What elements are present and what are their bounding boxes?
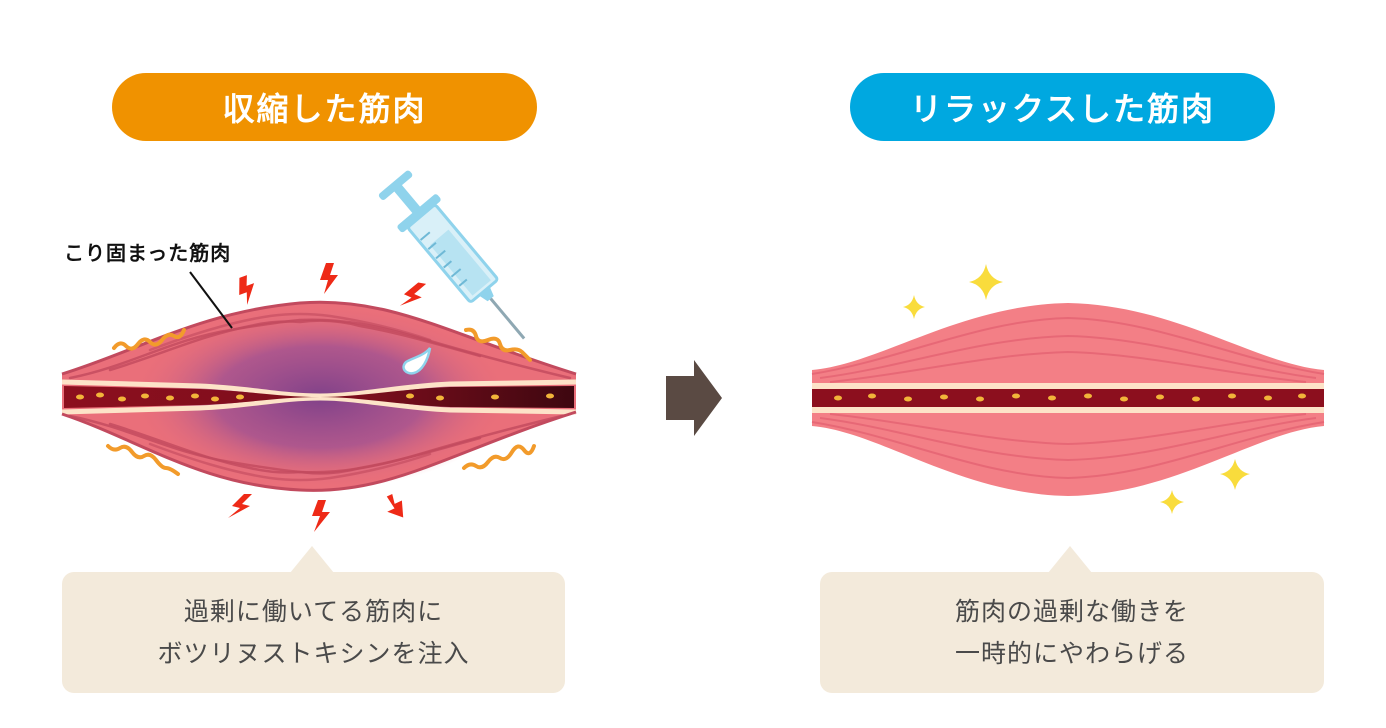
muscle-label-pointer <box>189 271 233 329</box>
squiggle-icons <box>106 327 536 476</box>
right-arrow-icon <box>666 360 722 436</box>
relaxed-muscle-title: リラックスした筋肉 <box>850 73 1275 141</box>
sparkle-icon <box>903 295 925 319</box>
lightning-icon <box>228 494 252 518</box>
lightning-icons <box>228 263 427 532</box>
contracted-muscle-caption: 過剰に働いてる筋肉に ボツリヌストキシンを注入 <box>62 572 565 693</box>
caption-line: ボツリヌストキシンを注入 <box>157 638 470 668</box>
contracted-muscle <box>61 300 577 492</box>
lightning-icon <box>399 282 427 306</box>
syringe-icon <box>378 170 526 340</box>
caption-right-pointer <box>1048 546 1092 573</box>
relaxed-fibers <box>811 316 1325 480</box>
relaxed-muscle-caption: 筋肉の過剰な働きを 一時的にやわらげる <box>820 572 1324 693</box>
relaxed-band-bottom <box>812 407 1324 413</box>
caption-line: 過剰に働いてる筋肉に <box>183 596 444 626</box>
squiggle-icon <box>106 444 180 476</box>
contracted-muscle-title: 収縮した筋肉 <box>112 73 537 141</box>
relaxed-muscle-title-text: リラックスした筋肉 <box>909 90 1216 128</box>
contracted-fibers <box>68 312 572 482</box>
lightning-icon <box>312 500 330 532</box>
sparkle-icon <box>969 264 1003 300</box>
caption-left-pointer <box>290 546 334 573</box>
squiggle-icon <box>464 327 532 362</box>
lightning-icon <box>320 263 338 294</box>
injection-droplet <box>402 347 432 375</box>
contracted-band-bottom <box>61 395 577 415</box>
caption-line: 筋肉の過剰な働きを <box>954 596 1189 626</box>
relaxed-band-top <box>812 383 1324 389</box>
caption-line: 一時的にやわらげる <box>954 638 1189 668</box>
squiggle-icon <box>462 444 536 470</box>
contracted-muscle-title-text: 収縮した筋肉 <box>222 90 427 128</box>
contracted-fat-dots <box>76 392 554 402</box>
relaxed-vessel <box>812 389 1324 407</box>
lightning-icon <box>386 493 404 518</box>
relaxed-muscle <box>811 303 1325 496</box>
lightning-icon <box>239 275 255 305</box>
sparkle-icon <box>1220 459 1250 490</box>
relaxed-fat-dots <box>834 393 1306 402</box>
contracted-vessel <box>64 386 574 408</box>
sparkle-icon <box>1160 490 1184 514</box>
sparkle-icons <box>903 264 1250 514</box>
squiggle-icon <box>112 328 186 351</box>
stiff-muscle-label: こり固まった筋肉 <box>64 241 232 265</box>
